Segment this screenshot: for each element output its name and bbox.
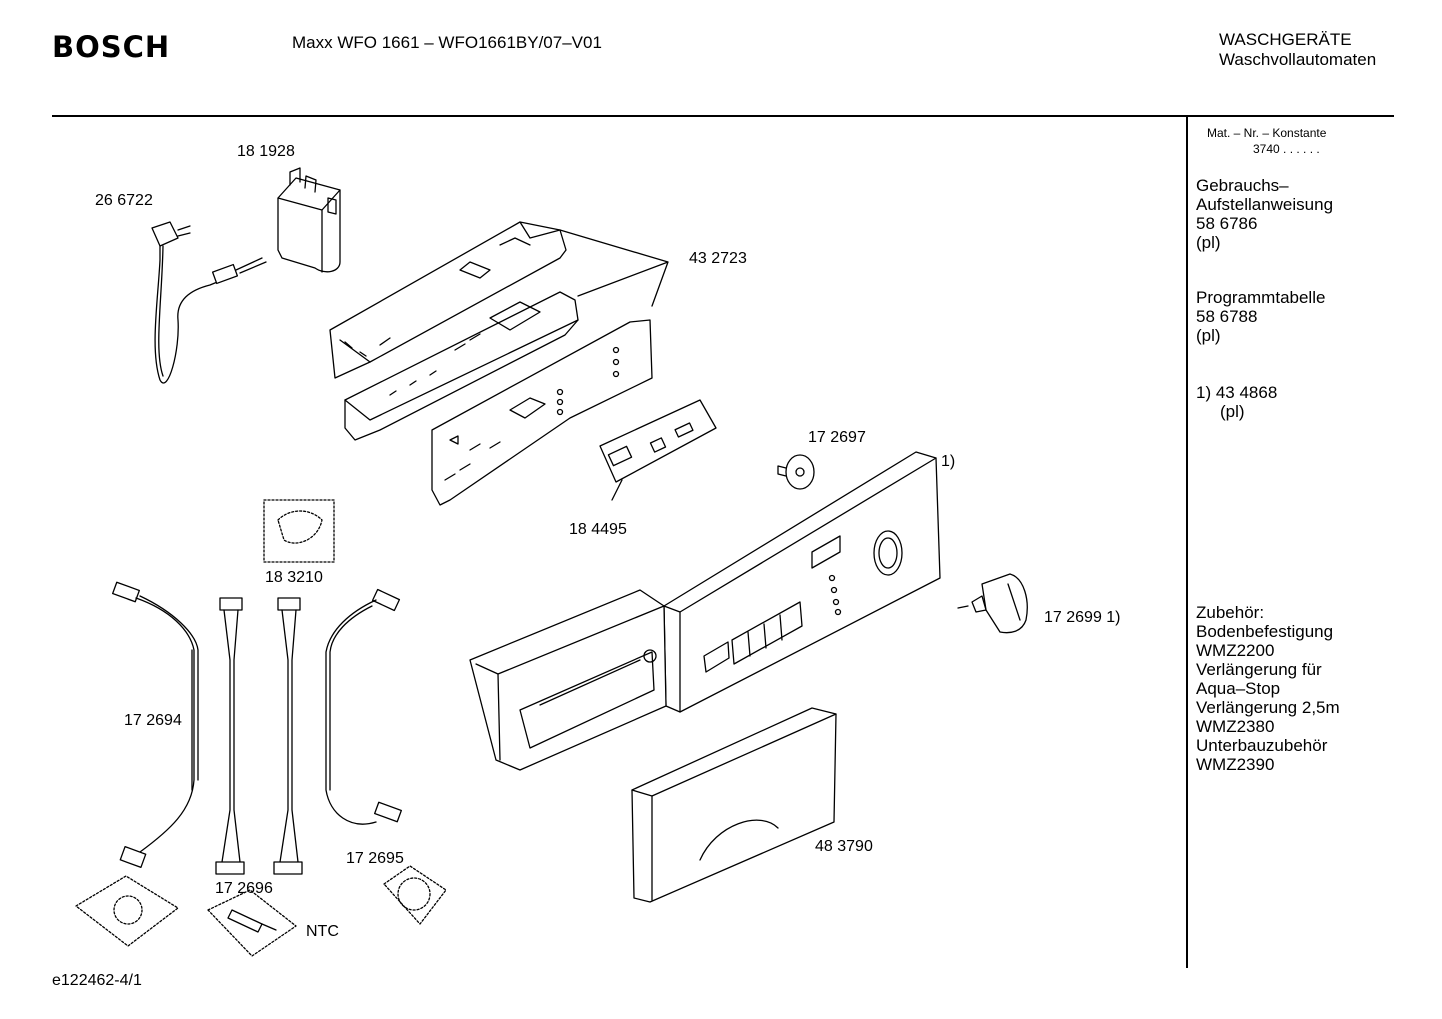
label-172699: 17 2699 1) [1044,609,1121,626]
label-172694: 17 2694 [124,712,182,729]
accessories-block: Zubehör: Bodenbefestigung WMZ2200 Verlän… [1196,603,1340,774]
heater-part[interactable] [383,865,447,925]
accessory-line: Zubehör: [1196,603,1265,622]
accessory-line: Bodenbefestigung [1196,622,1334,641]
note-language: (pl) [1220,402,1245,421]
ntc-probe-part[interactable] [227,909,277,933]
label-183210: 18 3210 [265,569,323,586]
label-ntc: NTC [306,923,339,940]
accessory-line: WMZ2200 [1196,641,1275,660]
label-172696: 17 2696 [215,880,273,897]
cable-harness-172694-part[interactable] [112,581,199,868]
brand-logo: BOSCH [52,30,171,64]
manual-title-2: Aufstellanweisung [1196,195,1334,214]
manual-number: 58 6786 [1196,214,1258,233]
drawer-cover-part[interactable] [631,707,837,903]
cable-harness-172695-part[interactable] [325,588,402,825]
mat-number-value: 3740 . . . . . . [1253,142,1320,156]
pump-part[interactable] [75,875,179,947]
model-title: Maxx WFO 1661 – WFO1661BY/07–V01 [292,33,602,52]
label-172695: 17 2695 [346,850,404,867]
note-number: 1) 43 4868 [1196,383,1278,402]
display-board-part[interactable] [599,399,717,501]
label-266722: 26 6722 [95,192,153,209]
header-divider [52,115,1394,117]
control-panel-part[interactable] [663,451,941,713]
control-module-part[interactable] [329,221,669,506]
power-cord-part[interactable] [151,221,267,384]
label-184495: 18 4495 [569,521,627,538]
program-number: 58 6788 [1196,307,1258,326]
accessory-line: Unterbauzubehör [1196,736,1328,755]
category-block: WASCHGERÄTE Waschvollautomaten [1219,30,1376,70]
program-title: Programmtabelle [1196,288,1326,307]
mat-number-block: Mat. – Nr. – Konstante 3740 . . . . . . [1207,125,1326,157]
note-block: 1) 43 4868 (pl) [1196,383,1277,421]
sensor-part[interactable] [263,499,335,563]
accessory-line: Verlängerung für [1196,660,1322,679]
mat-number-label: Mat. – Nr. – Konstante [1207,126,1327,140]
knob-spindle-part[interactable] [777,454,815,490]
program-language: (pl) [1196,326,1221,345]
accessory-line: WMZ2380 [1196,717,1275,736]
ntc-sensor-part[interactable] [207,889,297,957]
manual-language: (pl) [1196,233,1221,252]
manual-block: Gebrauchs– Aufstellanweisung 58 6786 (pl… [1196,176,1333,252]
interference-filter-part[interactable] [277,167,341,273]
selector-knob-part[interactable] [957,573,1028,634]
exploded-diagram [75,167,1028,957]
label-note-1: 1) [941,453,956,470]
category-line-1: WASCHGERÄTE [1219,30,1352,49]
manual-title-1: Gebrauchs– [1196,176,1289,195]
accessory-line: Verlängerung 2,5m [1196,698,1340,717]
accessory-line: WMZ2390 [1196,755,1275,774]
label-181928: 18 1928 [237,143,295,160]
category-line-2: Waschvollautomaten [1219,50,1377,69]
accessory-line: Aqua–Stop [1196,679,1281,698]
program-block: Programmtabelle 58 6788 (pl) [1196,288,1325,345]
drawer-frame-part[interactable] [469,589,667,771]
cable-harness-172696-part[interactable] [215,597,303,875]
sidebar-divider [1186,117,1188,968]
label-172697: 17 2697 [808,429,866,446]
drawing-number: e122462-4/1 [52,972,142,989]
label-483790: 48 3790 [815,838,873,855]
label-432723: 43 2723 [689,250,747,267]
